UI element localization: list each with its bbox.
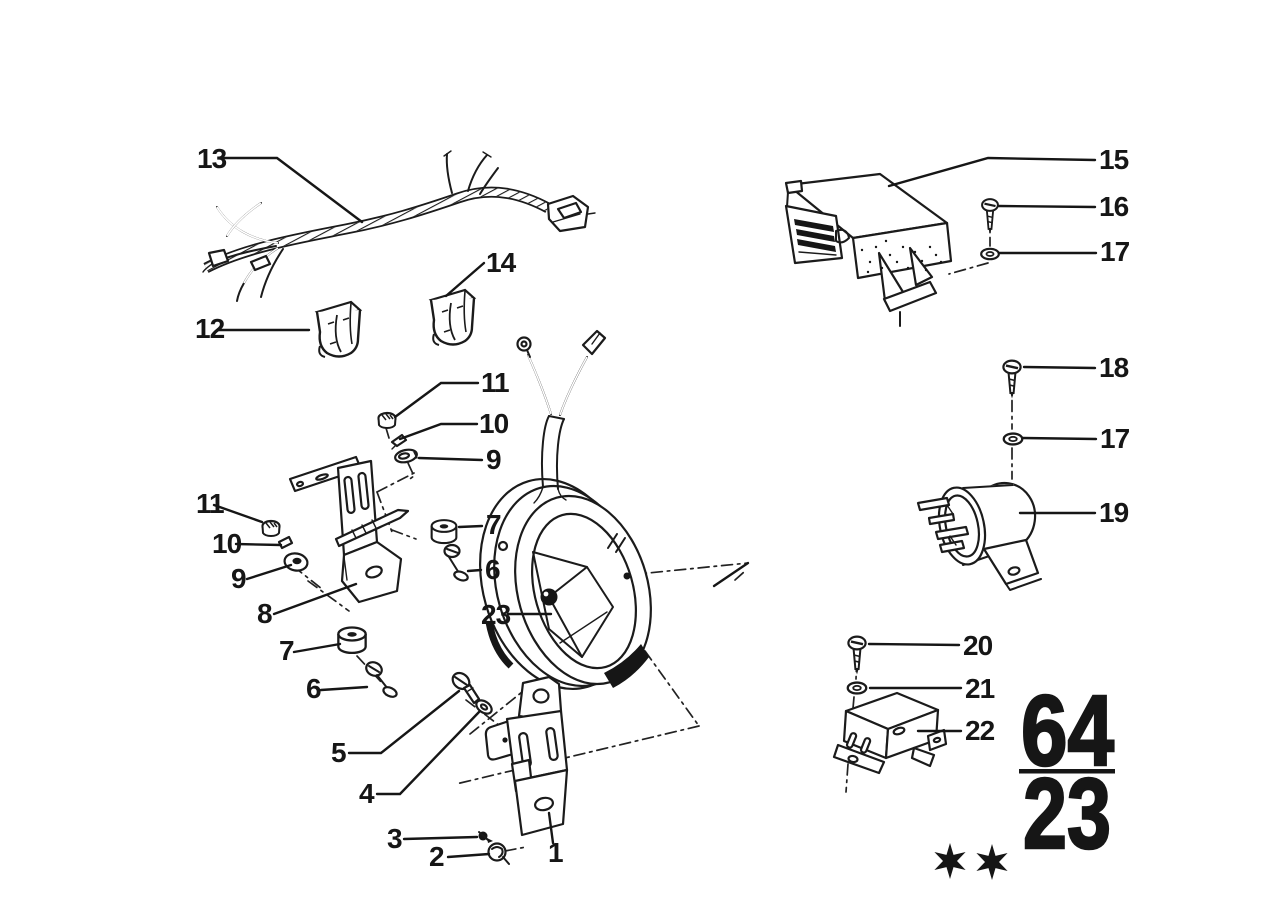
callout-bracket-upper: 8 bbox=[257, 598, 272, 629]
page-code-divider bbox=[1019, 769, 1115, 774]
relay-22 bbox=[832, 691, 948, 775]
leader-lines bbox=[212, 156, 1098, 859]
callout-screw-upper: 6 bbox=[485, 554, 500, 585]
callout-relay-22: 22 bbox=[965, 715, 995, 746]
screw-18 bbox=[1002, 359, 1022, 400]
construction-lines bbox=[292, 213, 1013, 852]
callout-blower-fan: 23 bbox=[481, 599, 511, 630]
callout-clip-right: 14 bbox=[486, 247, 517, 278]
callout-clip-left: 12 bbox=[195, 313, 225, 344]
wiring-harness bbox=[202, 150, 596, 302]
callout-labels: 13 12 14 11 10 9 7 6 11 10 9 8 7 6 5 4 3… bbox=[195, 143, 1131, 872]
harness-connector bbox=[546, 194, 596, 233]
control-unit-15 bbox=[784, 172, 953, 327]
callout-washer-4: 4 bbox=[359, 778, 375, 809]
callout-screw-20: 20 bbox=[963, 630, 993, 661]
washer-17-mid bbox=[1002, 432, 1024, 446]
blower-fan-23 bbox=[479, 329, 652, 691]
page-code-sub-group: 23 bbox=[1023, 758, 1111, 870]
callout-screw-5: 5 bbox=[331, 737, 346, 768]
callout-screw-lower: 6 bbox=[306, 673, 321, 704]
grommet-7-upper bbox=[430, 519, 458, 545]
washer-17-top bbox=[980, 247, 1000, 261]
callout-grommet-lower: 7 bbox=[279, 635, 294, 666]
callout-clipnut-left: 10 bbox=[212, 528, 242, 559]
mounting-bracket-8 bbox=[288, 455, 403, 604]
nut-11-upper bbox=[377, 411, 397, 430]
relay-19 bbox=[916, 481, 1042, 591]
cable-clip-12 bbox=[315, 300, 362, 359]
threaded-rod bbox=[334, 508, 410, 548]
callout-push-nut-2: 2 bbox=[429, 841, 444, 872]
callout-washer-upper: 9 bbox=[486, 444, 501, 475]
callout-screw-18: 18 bbox=[1099, 352, 1129, 383]
footnote-star-icon bbox=[934, 843, 966, 879]
ring-terminal bbox=[516, 336, 532, 358]
screw-20 bbox=[847, 635, 867, 676]
clip-nut-10-left bbox=[277, 535, 294, 550]
callout-relay-19: 19 bbox=[1099, 497, 1129, 528]
mounting-bracket-1 bbox=[484, 675, 569, 837]
callout-screw-16: 16 bbox=[1099, 191, 1129, 222]
screw-6-upper bbox=[443, 543, 469, 582]
callout-washer-left: 9 bbox=[231, 563, 246, 594]
callout-screw-3: 3 bbox=[387, 823, 402, 854]
screw-6-left bbox=[365, 661, 398, 698]
footnote-star-icon bbox=[976, 844, 1008, 880]
page-code: 64 23 bbox=[1019, 674, 1116, 871]
nut-11-left bbox=[261, 519, 281, 538]
footnote-stars bbox=[934, 843, 1008, 880]
callout-grommet-upper: 7 bbox=[486, 509, 501, 540]
washer-9-upper bbox=[394, 448, 418, 464]
washer-9-left bbox=[283, 552, 309, 572]
callout-washer-17-top: 17 bbox=[1100, 236, 1130, 267]
callout-bracket-lower: 1 bbox=[548, 837, 563, 868]
washer-21 bbox=[846, 681, 868, 695]
cable-clip-14 bbox=[429, 288, 476, 347]
spade-terminal bbox=[581, 329, 607, 356]
callout-wiring-harness: 13 bbox=[197, 143, 227, 174]
control-unit-speckles bbox=[860, 239, 943, 274]
callout-washer-17-mid: 17 bbox=[1100, 423, 1130, 454]
push-nut-2 bbox=[487, 842, 510, 865]
screw-3 bbox=[478, 831, 493, 843]
grommet-7-left bbox=[337, 626, 367, 655]
callout-clipnut-upper: 10 bbox=[479, 408, 509, 439]
callout-nut-left: 11 bbox=[196, 488, 224, 519]
screw-16 bbox=[980, 198, 1000, 236]
callout-washer-21: 21 bbox=[965, 673, 995, 704]
callout-nut-upper: 11 bbox=[481, 367, 509, 398]
callout-control-unit: 15 bbox=[1099, 144, 1129, 175]
